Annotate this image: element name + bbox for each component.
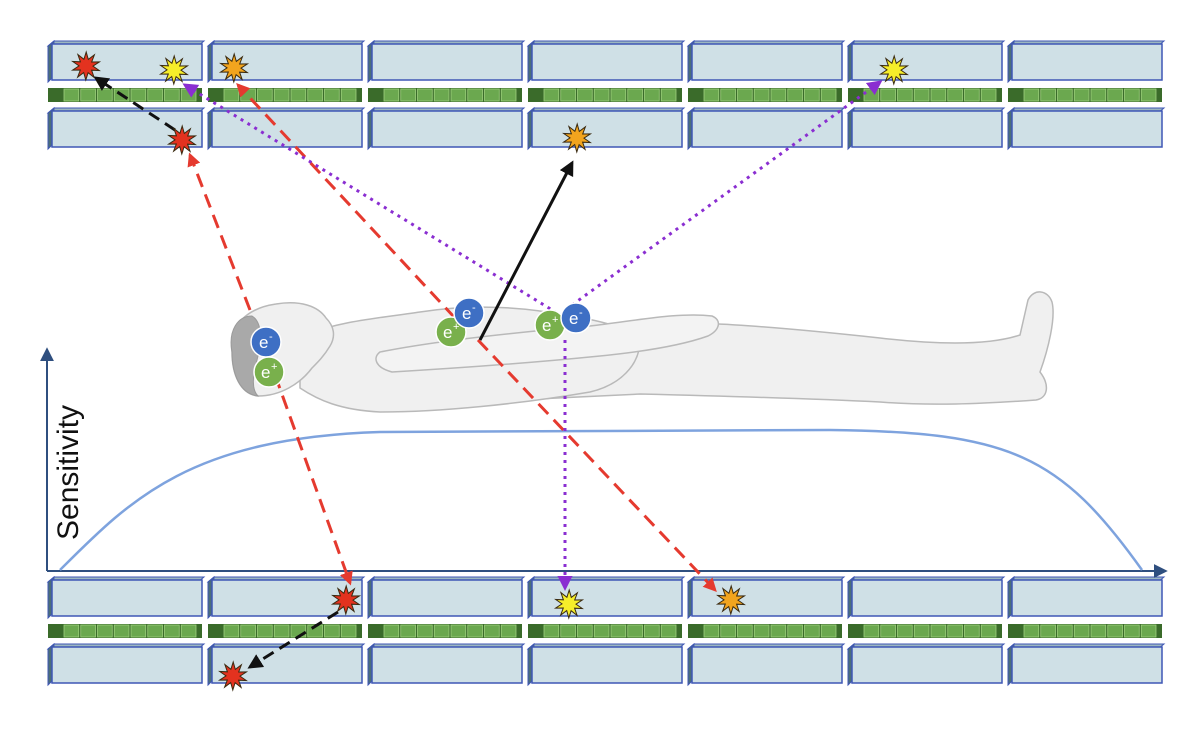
red-path-head-down — [273, 374, 353, 586]
svg-text:e: e — [542, 316, 551, 335]
electron-icon: e - — [560, 302, 592, 334]
sipm-array — [1008, 88, 1162, 102]
yellow-burst-icon — [553, 588, 585, 620]
svg-text:e: e — [259, 333, 268, 352]
sipm-array — [208, 624, 362, 638]
red-path-chest-up — [236, 83, 457, 320]
orange-burst-icon — [715, 584, 747, 616]
crystal-block — [686, 106, 846, 151]
svg-text:+: + — [453, 321, 459, 333]
bottom-detector-ring — [46, 575, 1166, 687]
patient-body — [230, 291, 1054, 413]
orange-burst-icon — [218, 52, 250, 84]
black-path-up — [478, 160, 574, 341]
sensitivity-axes: Sensitivity — [40, 347, 1168, 578]
detection-hits — [70, 50, 910, 692]
svg-text:e: e — [462, 304, 471, 323]
sipm-array — [368, 624, 522, 638]
svg-text:-: - — [472, 302, 476, 314]
svg-text:e: e — [443, 323, 452, 342]
positron-icon: e + — [253, 356, 285, 388]
svg-text:-: - — [269, 331, 273, 343]
crystal-block — [366, 575, 526, 620]
purple-path-up-left — [182, 83, 558, 315]
black-scatter-top — [93, 76, 176, 132]
top-detector-ring — [46, 39, 1166, 151]
svg-text:e: e — [569, 309, 578, 328]
crystal-block — [526, 575, 686, 620]
crystal-block — [1006, 642, 1166, 687]
y-axis-label: Sensitivity — [52, 405, 85, 540]
crystal-block — [526, 39, 686, 84]
yellow-burst-icon — [158, 54, 190, 86]
sipm-array — [48, 88, 202, 102]
crystal-block — [526, 642, 686, 687]
svg-text:+: + — [271, 361, 277, 373]
sipm-array — [848, 624, 1002, 638]
crystal-block — [846, 575, 1006, 620]
sipm-array — [688, 624, 842, 638]
sipm-array — [368, 88, 522, 102]
sipm-array — [528, 88, 682, 102]
red-path-chest-down — [476, 338, 717, 592]
electron-icon: e - — [453, 297, 485, 329]
electron-icon: e - — [250, 326, 282, 358]
crystal-block — [1006, 575, 1166, 620]
red-burst-icon — [166, 124, 198, 156]
crystal-block — [686, 575, 846, 620]
sipm-array — [48, 624, 202, 638]
black-scatter-bottom — [247, 610, 339, 669]
svg-text:+: + — [552, 314, 558, 326]
svg-text:-: - — [579, 307, 583, 319]
red-burst-icon — [330, 584, 362, 616]
particles: e - e + e + e - e + e - — [250, 297, 592, 388]
red-burst-icon — [70, 50, 102, 82]
crystal-block — [366, 642, 526, 687]
crystal-block — [846, 642, 1006, 687]
crystal-block — [46, 106, 206, 151]
crystal-block — [46, 642, 206, 687]
positron-icon: e + — [534, 309, 566, 341]
crystal-block — [686, 39, 846, 84]
orange-burst-icon — [561, 122, 593, 154]
crystal-block — [846, 39, 1006, 84]
yellow-burst-icon — [878, 54, 910, 86]
crystal-block — [526, 106, 686, 151]
sipm-array — [1008, 624, 1162, 638]
crystal-block — [366, 39, 526, 84]
crystal-block — [206, 642, 366, 687]
sipm-array — [528, 624, 682, 638]
crystal-block — [846, 106, 1006, 151]
sensitivity-curve — [59, 428, 1144, 571]
red-burst-icon — [217, 660, 249, 692]
sipm-array — [848, 88, 1002, 102]
crystal-block — [686, 642, 846, 687]
crystal-block — [206, 106, 366, 151]
red-path-head-up — [187, 152, 252, 311]
svg-text:e: e — [261, 363, 270, 382]
photon-paths — [93, 76, 883, 669]
crystal-block — [366, 106, 526, 151]
crystal-block — [1006, 39, 1166, 84]
sipm-array — [208, 88, 362, 102]
crystal-block — [1006, 106, 1166, 151]
sipm-array — [688, 88, 842, 102]
crystal-block — [46, 575, 206, 620]
